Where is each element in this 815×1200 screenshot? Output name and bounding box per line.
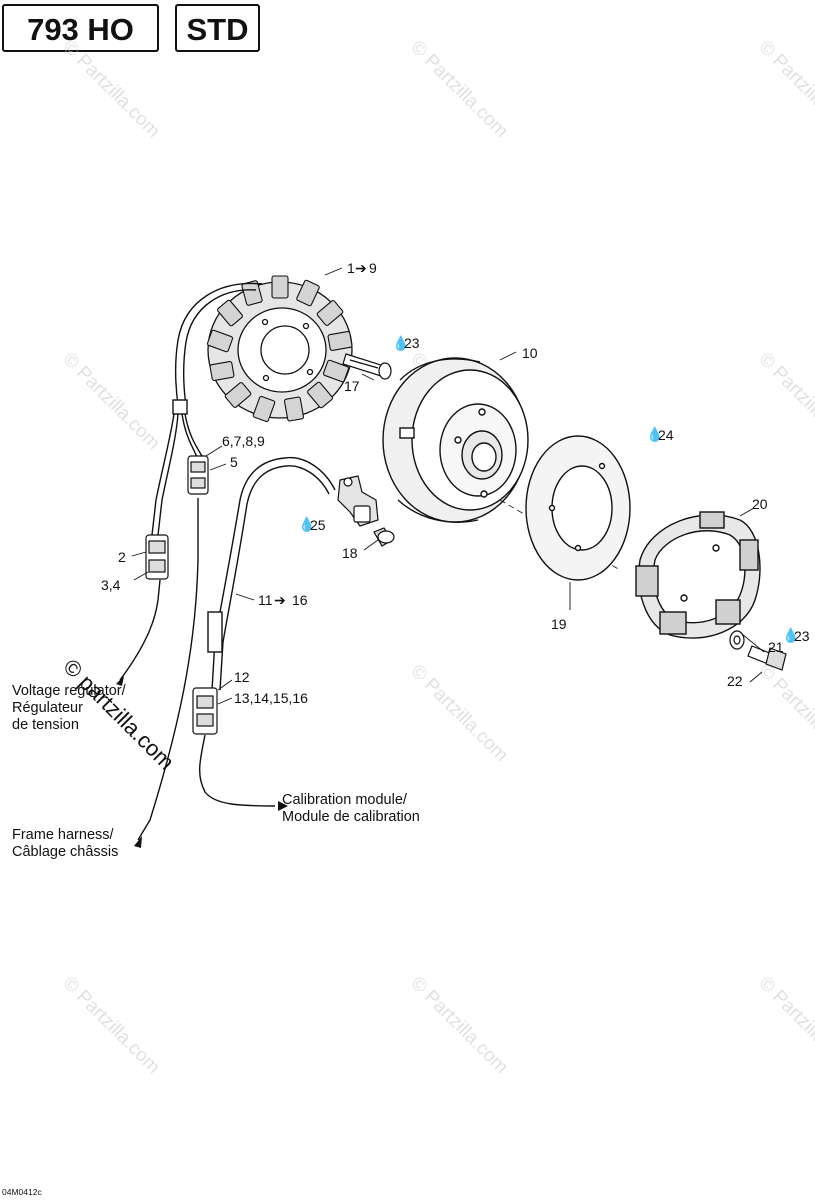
- watermark: © Partzilla.com: [58, 37, 163, 142]
- callout-arrow-1-9: ➔: [355, 260, 367, 276]
- callout-11: 11: [258, 592, 273, 608]
- starter-cup: [635, 511, 761, 639]
- watermark: © Partzilla.com: [406, 37, 511, 142]
- voltage-regulator-label-fr2: de tension: [12, 717, 79, 733]
- callout-23a: 23: [404, 335, 420, 351]
- screw-17: [342, 353, 392, 380]
- connector-upper: [187, 455, 209, 495]
- ring-plate: [525, 435, 631, 581]
- callout-10: 10: [522, 345, 538, 361]
- callout-17: 17: [344, 378, 360, 394]
- destination-notes: Voltage regulator/ Régulateur de tension…: [12, 683, 420, 860]
- calibration-module-label-fr: Module de calibration: [282, 809, 420, 825]
- callout-22: 22: [727, 673, 743, 689]
- callout-19: 19: [551, 616, 567, 632]
- stator-part: [206, 275, 353, 423]
- washer-21: [729, 630, 745, 650]
- watermark: © Partzilla.com: [58, 349, 163, 454]
- callout-21: 21: [768, 639, 784, 655]
- calibration-arrow: [278, 801, 288, 811]
- drop-icon: 💧: [646, 426, 663, 443]
- leader-lines: [131, 267, 765, 705]
- callout-24: 24: [658, 427, 674, 443]
- frame-harness-label-fr: Câblage châssis: [12, 844, 118, 860]
- callout-labels: 1 ➔ 9 💧 23 17 10 6,7,8,9 5 💧 24 20 💧 25 …: [101, 260, 810, 706]
- stator-harness: [119, 282, 263, 841]
- voltage-regulator-label-fr: Régulateur: [12, 700, 83, 716]
- callout-12: 12: [234, 669, 250, 685]
- watermark: © Partzilla.com: [754, 349, 815, 454]
- callout-6-7-8-9: 6,7,8,9: [222, 433, 265, 449]
- callout-3-4: 3,4: [101, 577, 121, 593]
- flywheel-part: [382, 357, 529, 523]
- drop-icon: 💧: [298, 516, 315, 533]
- leader-arrows-left: [116, 676, 142, 848]
- callout-16: 16: [292, 592, 308, 608]
- callout-9: 9: [369, 260, 377, 276]
- callout-25: 25: [310, 517, 326, 533]
- callout-5: 5: [230, 454, 238, 470]
- calibration-module-label: Calibration module/: [282, 792, 408, 808]
- callout-arrow-11-16: ➔: [274, 592, 286, 608]
- connector-lower: [145, 534, 169, 580]
- callout-1: 1: [347, 260, 355, 276]
- watermark: © Partzilla.com: [754, 973, 815, 1078]
- drop-icon: 💧: [782, 627, 799, 644]
- trigger-sensor: [337, 475, 379, 527]
- drop-icon: 💧: [392, 335, 409, 352]
- watermark: © Partzilla.com: [754, 661, 815, 766]
- bolt-22: [747, 645, 787, 671]
- connector-12: [192, 687, 218, 735]
- callout-2: 2: [118, 549, 126, 565]
- watermark: © Partzilla.com: [58, 973, 163, 1078]
- voltage-regulator-label: Voltage regulator/: [12, 683, 127, 699]
- callout-23b: 23: [794, 628, 810, 644]
- model-badge: 793 HO: [2, 4, 159, 52]
- variant-badge: STD: [175, 4, 260, 52]
- screw-18: [373, 527, 395, 547]
- reference-code: 04M0412c: [2, 1187, 42, 1197]
- callout-18: 18: [342, 545, 358, 561]
- watermark: © Partzilla.com: [754, 37, 815, 142]
- watermark: © Partzilla.com: [406, 973, 511, 1078]
- callout-13-14-15-16: 13,14,15,16: [234, 690, 308, 706]
- callout-20: 20: [752, 496, 768, 512]
- sensor-harness: [199, 456, 336, 807]
- watermark: © Partzilla.com: [406, 661, 511, 766]
- frame-harness-label: Frame harness/: [12, 827, 115, 843]
